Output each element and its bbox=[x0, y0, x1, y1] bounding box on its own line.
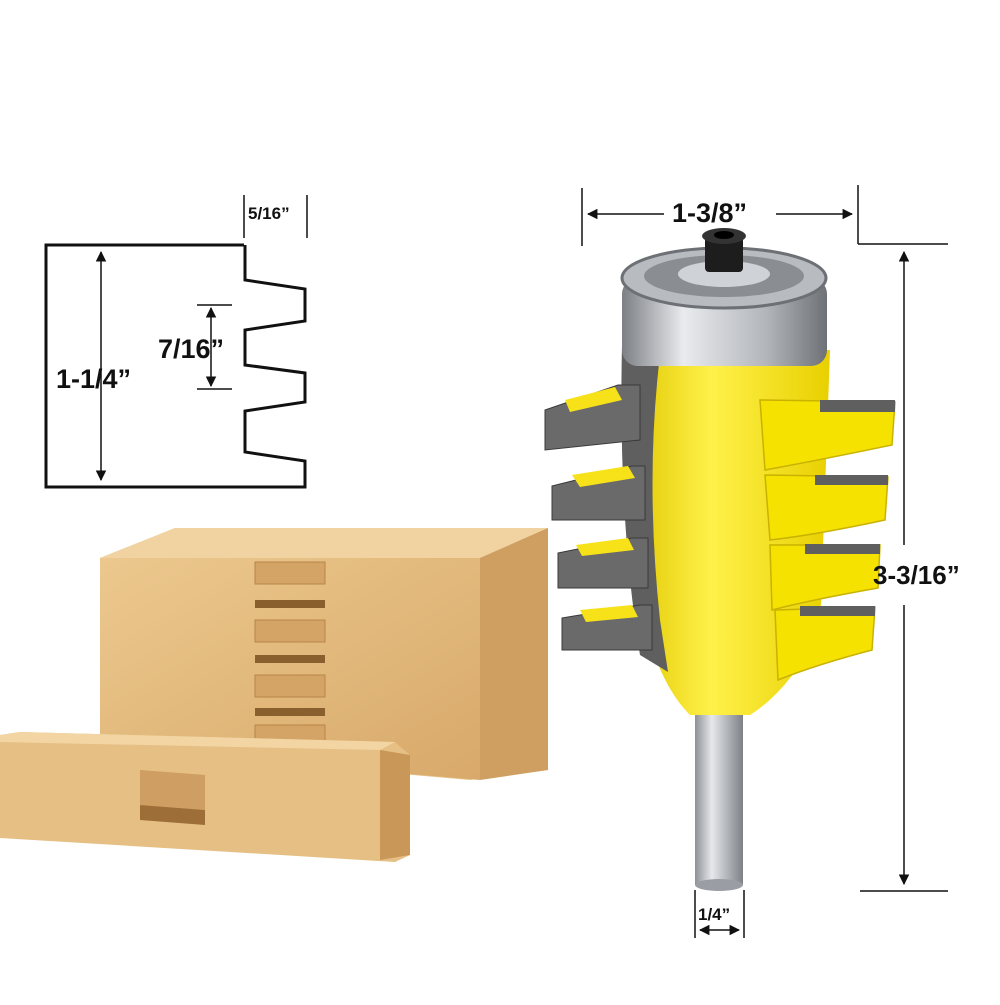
joined-wood-blocks bbox=[0, 528, 548, 862]
overall-length-label: 3-3/16” bbox=[873, 560, 960, 590]
joint-profile-diagram bbox=[44, 195, 308, 489]
router-bit bbox=[544, 228, 896, 891]
tooth-pitch-label: 7/16” bbox=[158, 334, 225, 364]
bit-dimension-lines bbox=[581, 185, 948, 938]
tooth-depth-label: 5/16” bbox=[248, 204, 290, 223]
stock-height-label: 1-1/4” bbox=[56, 364, 132, 394]
shank-diameter-label: 1/4” bbox=[698, 905, 731, 924]
cutter-diameter-label: 1-3/8” bbox=[672, 198, 748, 228]
